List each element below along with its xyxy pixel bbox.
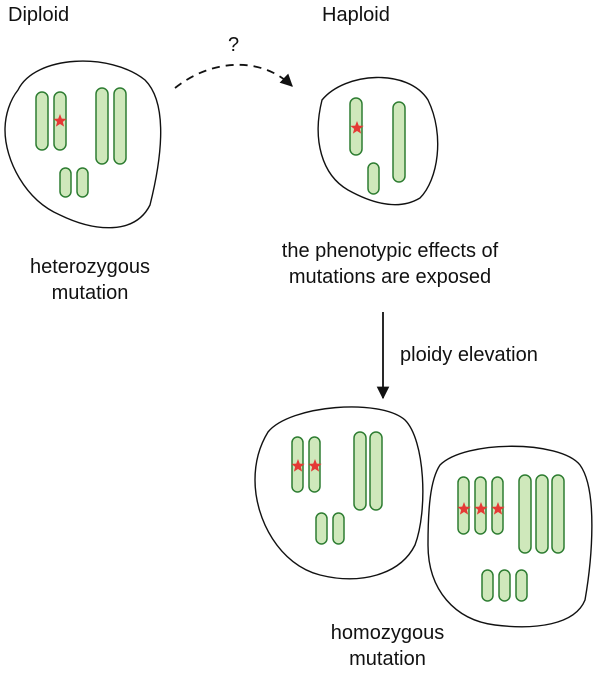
ploidy-elevation-label: ploidy elevation (400, 344, 538, 366)
triploid-homozygous-chromosome-4 (518, 474, 532, 554)
haploid-title: Haploid (322, 4, 390, 26)
diploid-mutation-star-1 (53, 114, 67, 127)
diploid-homozygous-chromosome-4 (369, 431, 383, 511)
triploid-homozygous-cell (427, 445, 593, 628)
haploid-mutation-star-1 (350, 121, 364, 134)
diploid-chromosome-4 (113, 87, 127, 165)
diploid-chromosome-5 (59, 167, 72, 198)
diploid-homozygous-chromosome-6 (332, 512, 345, 545)
diploid-title: Diploid (8, 4, 70, 26)
diploid-chromosome-1 (35, 91, 49, 151)
triploid-homozygous-chromosome-5 (535, 474, 549, 554)
exposed-label: the phenotypic effects of mutations are … (281, 240, 499, 288)
mutation-star-group (53, 114, 505, 515)
triploid-homozygous-chromosome-7 (481, 569, 494, 602)
haploid-cell (317, 76, 439, 206)
triploid-homozygous-mutation-star-3 (491, 502, 505, 515)
homozygous-label: homozygous mutation (330, 622, 445, 670)
triploid-homozygous-mutation-star-1 (457, 502, 471, 515)
diploid-homozygous-mutation-star-1 (291, 459, 305, 472)
dashed-curved-arrow (174, 63, 293, 89)
haploid-chromosome-2 (392, 101, 406, 183)
diploid-chromosome-3 (95, 87, 109, 165)
diploid-homozygous-chromosome-3 (353, 431, 367, 511)
heterozygous-label: heterozygous mutation (29, 256, 151, 304)
diploid-cell (4, 60, 162, 229)
diploid-homozygous-mutation-star-2 (308, 459, 322, 472)
haploid-chromosome-3 (367, 162, 380, 195)
triploid-homozygous-mutation-star-2 (474, 502, 488, 515)
diploid-homozygous-cell (254, 406, 424, 580)
question-mark: ? (228, 34, 240, 56)
triploid-homozygous-chromosome-9 (515, 569, 528, 602)
diploid-homozygous-chromosome-5 (315, 512, 328, 545)
triploid-homozygous-chromosome-8 (498, 569, 511, 602)
diploid-chromosome-6 (76, 167, 89, 198)
triploid-homozygous-chromosome-6 (551, 474, 565, 554)
